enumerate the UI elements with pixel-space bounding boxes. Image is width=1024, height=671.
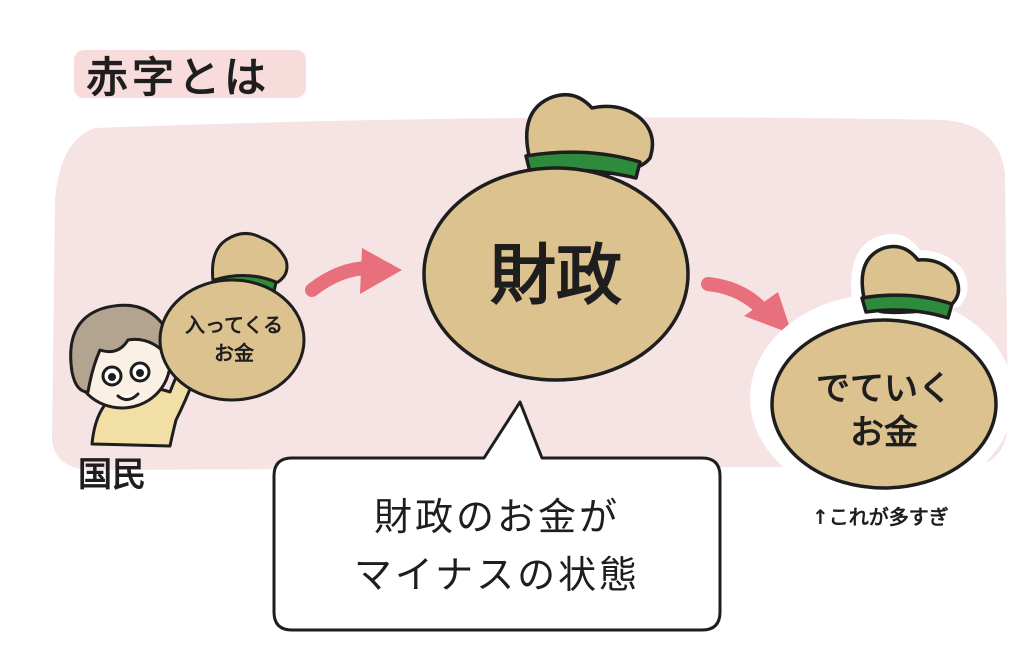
finance-bag-body <box>422 166 690 382</box>
callout-bubble: 財政のお金が マイナスの状態 <box>272 400 722 632</box>
income-bag-line2: お金 <box>214 341 255 365</box>
citizen-mouth <box>116 392 140 401</box>
expense-bag-line1: でていく <box>816 369 952 409</box>
citizen-label: 国民 <box>78 455 146 495</box>
income-bag-line1: 入ってくる <box>185 313 283 337</box>
income-bag: 入ってくる お金 <box>158 232 306 402</box>
finance-bag: 財政 <box>422 92 690 382</box>
expense-bag-body <box>770 318 998 490</box>
title-highlight <box>74 50 306 98</box>
citizen-character <box>69 303 202 448</box>
arrow-income-to-finance <box>305 248 402 297</box>
finance-bag-label: 財政 <box>490 237 622 314</box>
title: 赤字とは <box>74 50 306 102</box>
expense-note: ↑これが多すぎ <box>812 505 949 529</box>
income-bag-body <box>158 278 306 402</box>
callout-line1: 財政のお金が <box>374 495 620 539</box>
expense-bag-line2: お金 <box>850 413 919 453</box>
callout-line2: マイナスの状態 <box>354 553 640 597</box>
expense-bag-tie <box>860 293 954 320</box>
arrow-finance-to-expense <box>701 277 792 334</box>
callout-shape <box>272 400 722 632</box>
title-text: 赤字とは <box>86 53 270 102</box>
expense-bag: でていく お金 <box>750 233 1014 502</box>
citizen-hair <box>69 303 174 394</box>
